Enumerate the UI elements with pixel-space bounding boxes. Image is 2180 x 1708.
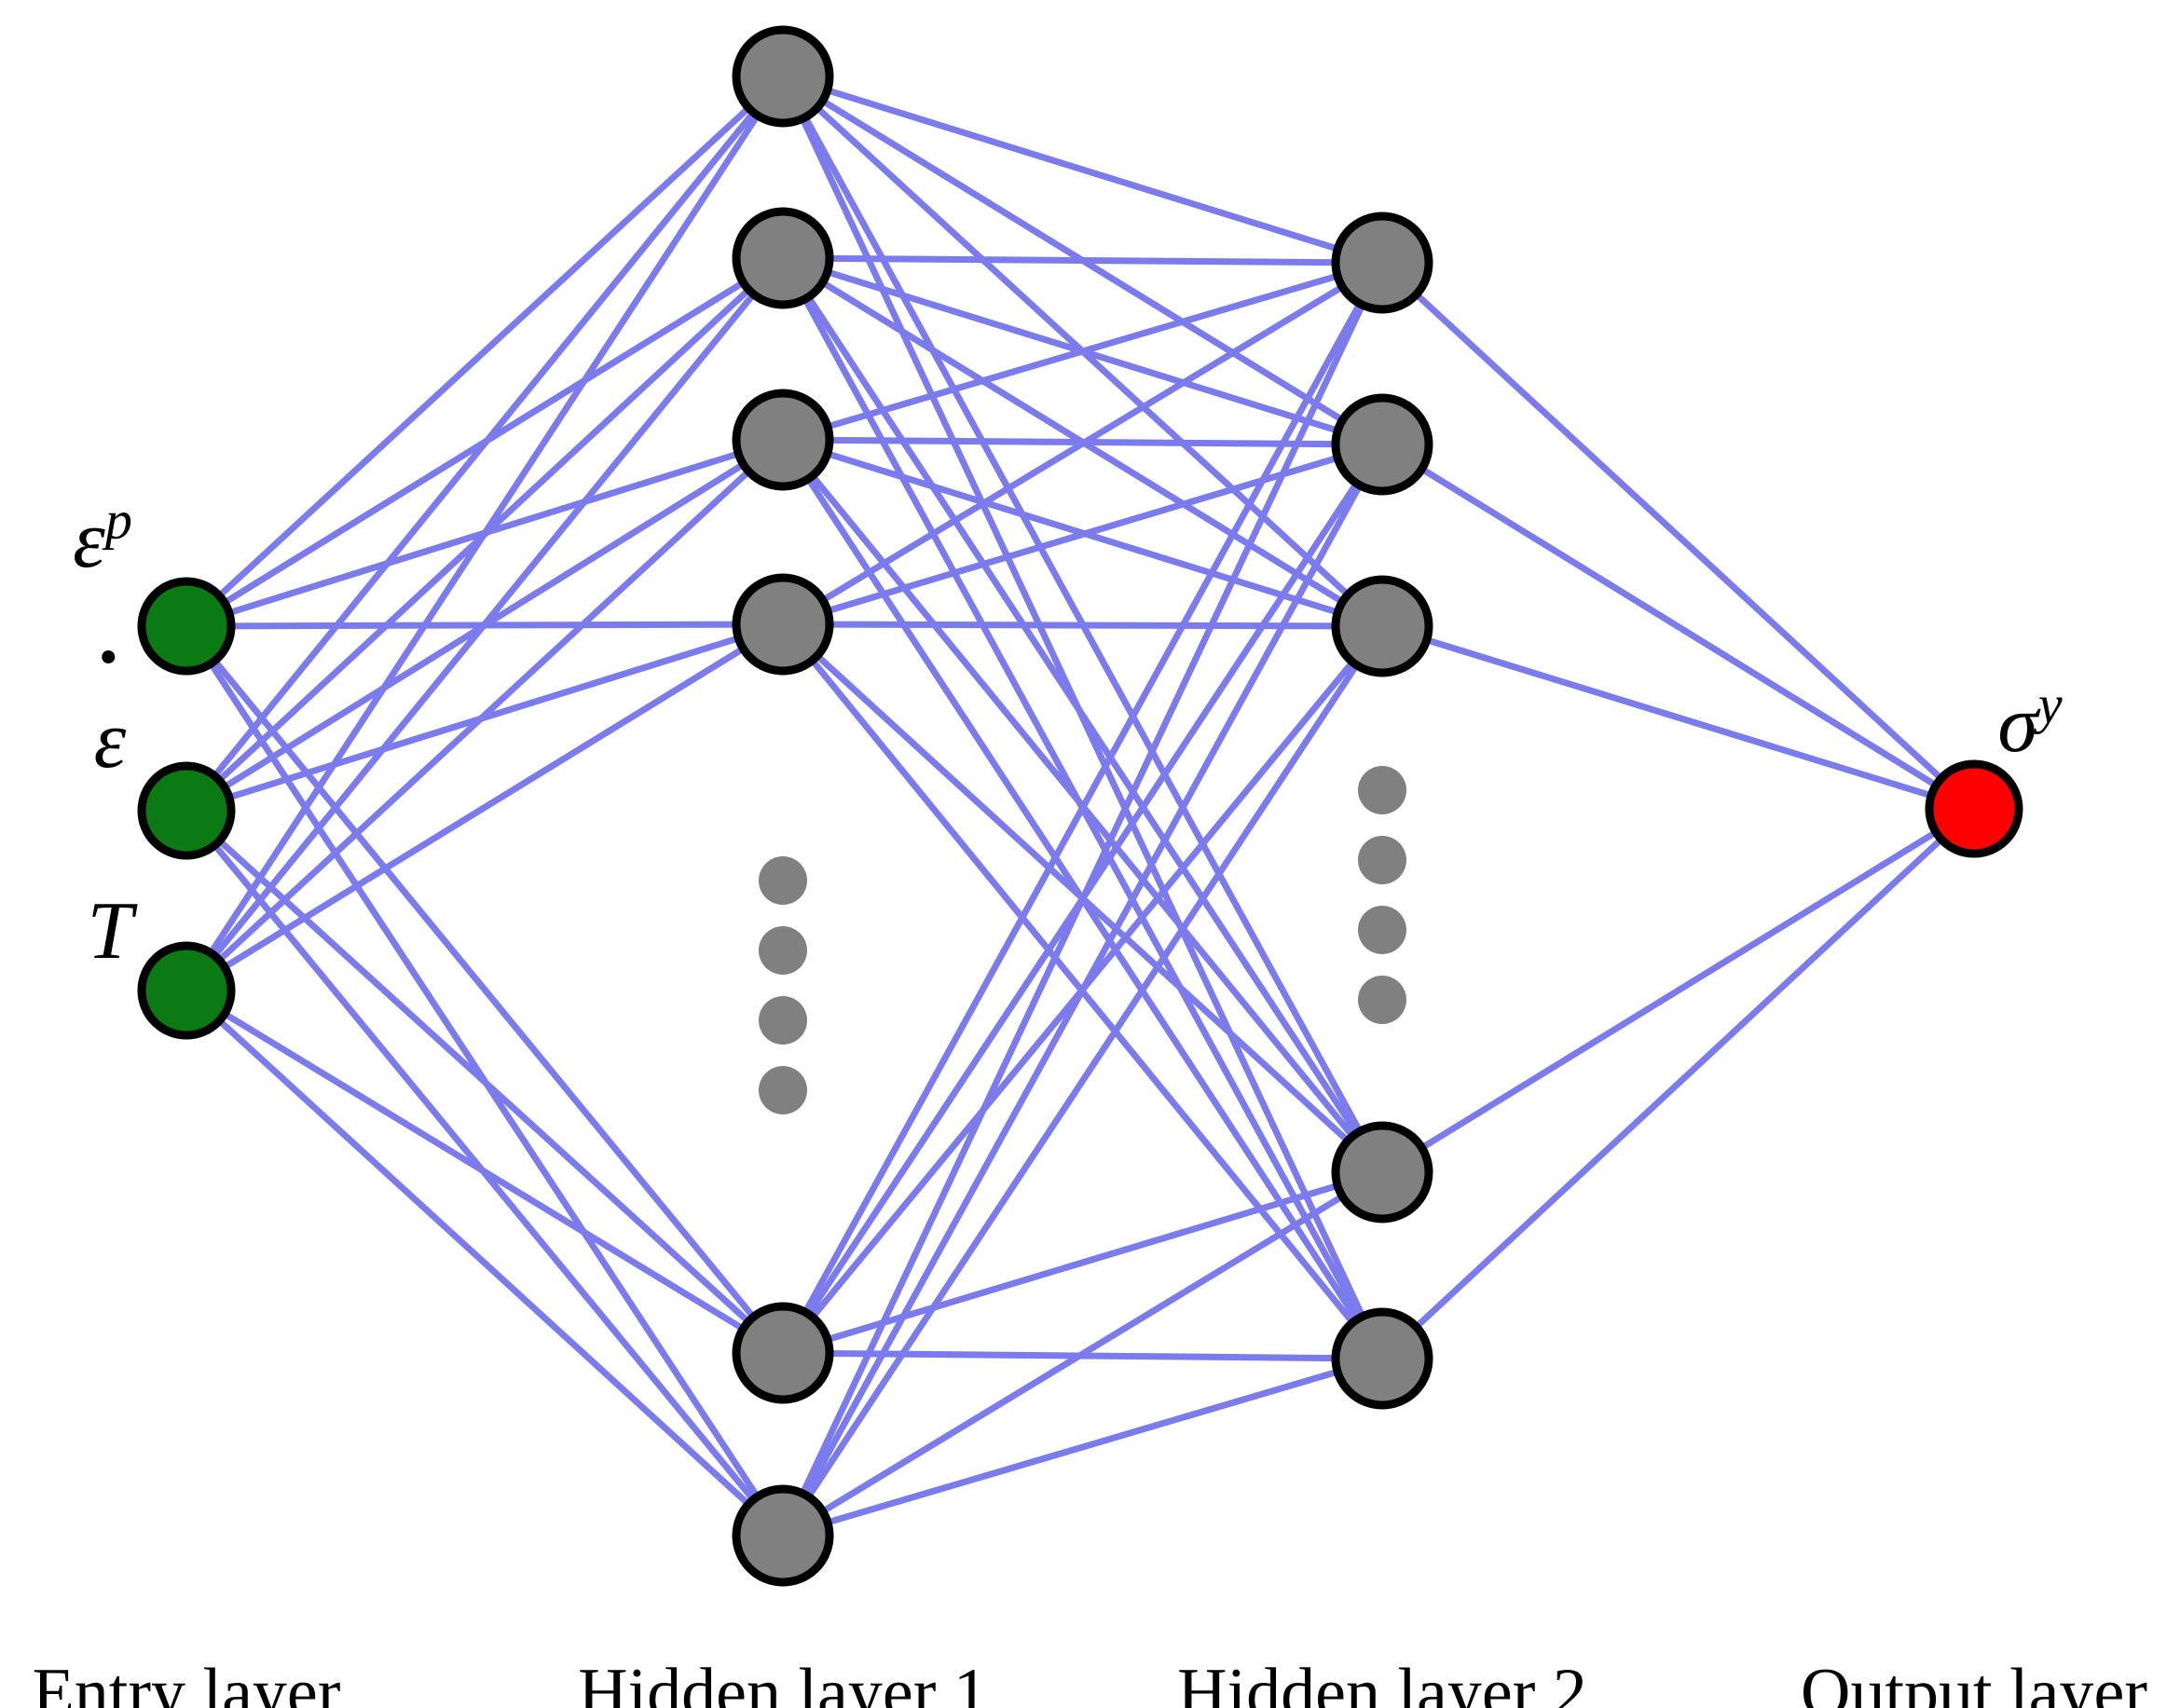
node-label-base: ε (73, 495, 105, 585)
neuron-node-h2_5[interactable] (1331, 1307, 1433, 1410)
connection-edge (184, 74, 786, 813)
connection-edge (184, 988, 786, 1538)
layer-caption-hidden2: Hidden layer 2 (1177, 1655, 1587, 1708)
node-label-base: ε (94, 650, 126, 782)
connection-edge (780, 624, 1385, 1537)
node-label-in1: εp (73, 493, 132, 581)
neuron-node-h2_3[interactable] (1331, 575, 1433, 677)
layer-caption-entry: Entry layer (32, 1655, 341, 1708)
neuron-node-in3[interactable] (137, 941, 236, 1040)
node-label-base: T (87, 886, 133, 977)
connection-edge (782, 259, 1383, 444)
node-label-superscript: p (104, 489, 132, 551)
ellipsis-dot-hidden2-3 (1358, 906, 1406, 954)
neuron-node-h1_5[interactable] (732, 1302, 834, 1404)
connection-edge (1380, 442, 1976, 812)
connection-edge (185, 622, 785, 993)
connection-edge (782, 254, 1383, 266)
connection-edge (184, 437, 786, 993)
neuron-node-out1[interactable] (1925, 759, 2023, 858)
connection-edge (184, 74, 786, 629)
connection-edge (780, 256, 1385, 1174)
ellipsis-dot-hidden2-2 (1358, 836, 1406, 884)
nodes-group (137, 25, 2023, 1587)
connection-edge (779, 261, 1386, 1355)
connection-edge (184, 255, 786, 993)
neuron-node-h2_4[interactable] (1331, 1121, 1433, 1223)
node-label-superscript: y (2037, 674, 2063, 735)
ellipsis-dot-hidden1-1 (759, 856, 807, 905)
connection-edge (781, 1168, 1384, 1357)
connection-edge (1380, 622, 1976, 813)
connection-edge (782, 621, 1383, 630)
connection-edge (782, 1355, 1383, 1539)
connection-edge (1380, 806, 1976, 1175)
neuron-node-in1[interactable] (137, 577, 236, 676)
connection-edge (185, 988, 785, 1356)
neuron-node-h1_2[interactable] (732, 207, 834, 309)
neuron-node-h1_6[interactable] (732, 1484, 834, 1587)
connection-edge (184, 623, 786, 1356)
node-label-base: σ (1997, 679, 2038, 770)
neuron-node-in2[interactable] (137, 761, 236, 860)
neuron-node-h1_4[interactable] (732, 573, 834, 676)
connection-edge (781, 1169, 1384, 1538)
neuron-node-h2_1[interactable] (1331, 212, 1433, 314)
ellipsis-dot-hidden1-2 (759, 926, 807, 975)
connection-edge (1379, 806, 1977, 1361)
neuron-node-h2_2[interactable] (1331, 393, 1433, 496)
edges-group (184, 73, 1977, 1539)
node-label-in2: ε (94, 650, 126, 782)
connection-edge (184, 808, 786, 1356)
ellipsis-dot-hidden2-1 (1358, 766, 1406, 814)
layer-caption-output: Output layer (1801, 1655, 2147, 1708)
ellipsis-dot-hidden1-3 (759, 996, 807, 1045)
dot-accent-icon (102, 650, 116, 664)
connection-edge (779, 261, 1386, 1537)
ellipsis-group (759, 766, 1406, 1114)
layer-caption-hidden1: Hidden layer 1 (578, 1655, 988, 1708)
ellipsis-dot-hidden2-4 (1358, 976, 1406, 1024)
connection-edge (781, 260, 1384, 627)
ellipsis-dot-hidden1-4 (759, 1066, 807, 1114)
neuron-node-h1_3[interactable] (732, 389, 834, 491)
connection-edge (779, 443, 1386, 1537)
node-label-out1: σy (1997, 677, 2062, 766)
neuron-node-h1_1[interactable] (732, 25, 834, 128)
connection-edge (781, 73, 1384, 266)
connection-edge (184, 75, 786, 992)
connection-edge (1379, 260, 1977, 812)
node-label-in3: T (88, 891, 133, 973)
